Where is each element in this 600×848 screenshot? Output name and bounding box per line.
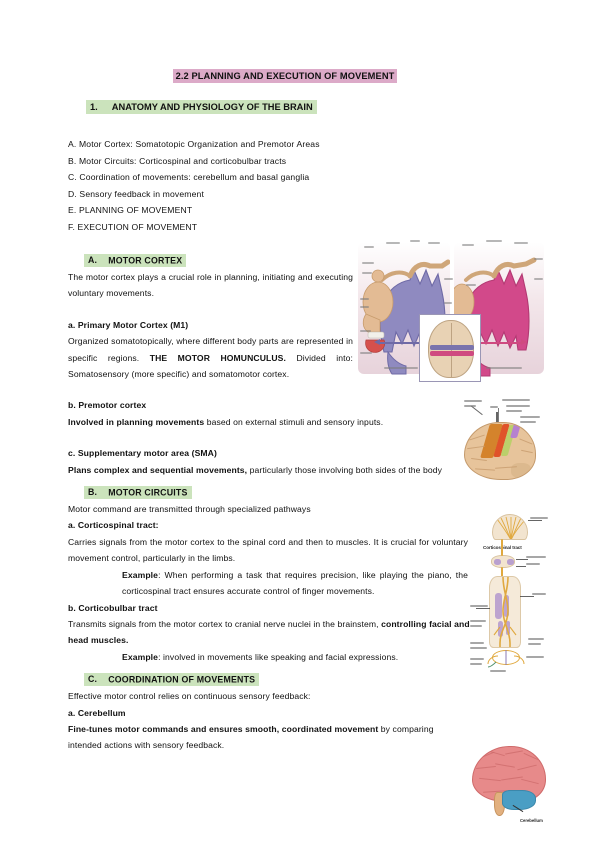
section-c-intro: Effective motor control relies on contin…: [68, 691, 311, 702]
outline-item: C. Coordination of movements: cerebellum…: [68, 172, 310, 182]
cerebellum-highlight: [502, 790, 536, 810]
premotor-bold: Involved in planning movements: [68, 416, 205, 427]
outline-item: F. EXECUTION OF MOVEMENT: [68, 221, 198, 232]
sensory-arrow-icon: [481, 339, 527, 345]
outline-item: E. PLANNING OF MOVEMENT: [68, 205, 193, 215]
subsection-corticospinal-text: Carries signals from the motor cortex to…: [68, 536, 468, 564]
sma-bold: Plans complex and sequential movements,: [68, 464, 248, 475]
subsection-corticospinal-heading: a. Corticospinal tract:: [68, 520, 159, 531]
pm-text-2: Divided into: Somatosensory (more specif…: [68, 352, 353, 380]
midbrain-icon: [491, 555, 515, 568]
outline-item: A. Motor Cortex: Somatotopic Organizatio…: [68, 139, 320, 149]
example-label: Example: [122, 651, 159, 662]
subsection-c-sma-heading: c. Supplementary motor area (SMA): [68, 448, 217, 459]
outline-item: D. Sensory feedback in movement: [68, 188, 205, 199]
cortex-origin-icon: [492, 514, 528, 540]
section-b-letter: B.: [88, 487, 98, 498]
pm-text-bold: THE MOTOR HOMUNCULUS.: [149, 352, 286, 363]
motor-homunculus-body-icon: [362, 259, 450, 353]
subsection-c-sma-text: Plans complex and sequential movements, …: [68, 462, 470, 478]
outline-list: A. Motor Cortex: Somatotopic Organizatio…: [68, 112, 478, 235]
subsection-corticobulbar-heading: b. Corticobulbar tract: [68, 602, 158, 613]
homunculus-figure: [358, 236, 544, 384]
section-a-heading: A. MOTOR CORTEX: [68, 253, 478, 267]
page-title: 2.2 PLANNING AND EXECUTION OF MOVEMENT: [68, 0, 478, 83]
section-a-letter: A.: [88, 255, 98, 265]
page-title-text: 2.2 PLANNING AND EXECUTION OF MOVEMENT: [172, 69, 398, 83]
sensory-strip-band: [430, 351, 474, 356]
corticospinal-example: Example: When performing a task that req…: [68, 567, 468, 600]
subsection-cerebellum-text: Fine-tunes motor commands and ensures sm…: [68, 721, 463, 754]
cerebellum-rest: by comparing intended actions with senso…: [68, 723, 434, 751]
motor-arrow-icon: [374, 339, 420, 345]
section-b-heading: B. MOTOR CIRCUITS: [68, 485, 478, 499]
subsection-corticobulbar-text: Transmits signals from the motor cortex …: [68, 616, 476, 649]
cerebellum-label: Cerebellum: [520, 818, 543, 823]
corticobulbar-bold: controlling facial and head muscles.: [68, 618, 470, 646]
mini-brain-inset: [419, 314, 481, 382]
section-1-label: ANATOMY AND PHYSIOLOGY OF THE BRAIN: [111, 102, 313, 112]
example-label: Example: [122, 569, 159, 580]
corticobulbar-normal: Transmits signals from the motor cortex …: [68, 618, 382, 629]
subsection-b-premotor-text: Involved in planning movements based on …: [68, 414, 463, 430]
cerebellum-figure: Cerebellum: [468, 738, 552, 842]
corticobulbar-example: Example: involved in movements like spea…: [68, 649, 468, 665]
brainstem-spinal-cord-icon: [489, 576, 521, 648]
subsection-a-primary-motor-heading: a. Primary Motor Cortex (M1): [68, 319, 189, 330]
premotor-rest: based on external stimuli and sensory in…: [204, 416, 384, 427]
subsection-a-primary-motor-text: Organized somatotopically, where differe…: [68, 333, 353, 382]
pm-text-1: Organized somatotopically, where differe…: [68, 336, 353, 363]
section-c-label: COORDINATION OF MOVEMENTS: [108, 674, 256, 685]
sensory-homunculus-body-icon: [454, 257, 537, 321]
motor-areas-figure: [456, 396, 544, 494]
subsection-b-premotor-heading: b. Premotor cortex: [68, 400, 147, 411]
subsection-cerebellum-heading: a. Cerebellum: [68, 707, 126, 718]
section-c-heading: C. COORDINATION OF MOVEMENTS: [68, 672, 478, 686]
section-a-label: MOTOR CORTEX: [108, 255, 183, 265]
section-a-intro: The motor cortex plays a crucial role in…: [68, 272, 353, 299]
motor-strip-band: [430, 345, 474, 350]
lateral-brain-icon: [464, 422, 536, 480]
cerebellum-bold: Fine-tunes motor commands and ensures sm…: [68, 723, 379, 734]
section-b-label: MOTOR CIRCUITS: [108, 487, 188, 498]
section-1-heading: 1. ANATOMY AND PHYSIOLOGY OF THE BRAIN: [68, 81, 478, 114]
cerebellum-shape: [511, 463, 531, 478]
mini-brain-icon: [428, 320, 474, 378]
example-text: : involved in movements like speaking an…: [158, 651, 399, 662]
section-1-number: 1.: [90, 102, 98, 112]
spinal-segment-icon: [486, 646, 526, 668]
section-b-intro: Motor command are transmitted through sp…: [68, 504, 311, 515]
corticospinal-tract-figure: Corticospinal tract: [470, 512, 548, 676]
document-content: 2.2 PLANNING AND EXECUTION OF MOVEMENT 1…: [68, 0, 478, 754]
section-c-letter: C.: [88, 674, 98, 685]
sma-rest: particularly those involving both sides …: [247, 464, 443, 475]
outline-item: B. Motor Circuits: Corticospinal and cor…: [68, 155, 287, 166]
example-text: : When performing a task that requires p…: [122, 569, 468, 597]
